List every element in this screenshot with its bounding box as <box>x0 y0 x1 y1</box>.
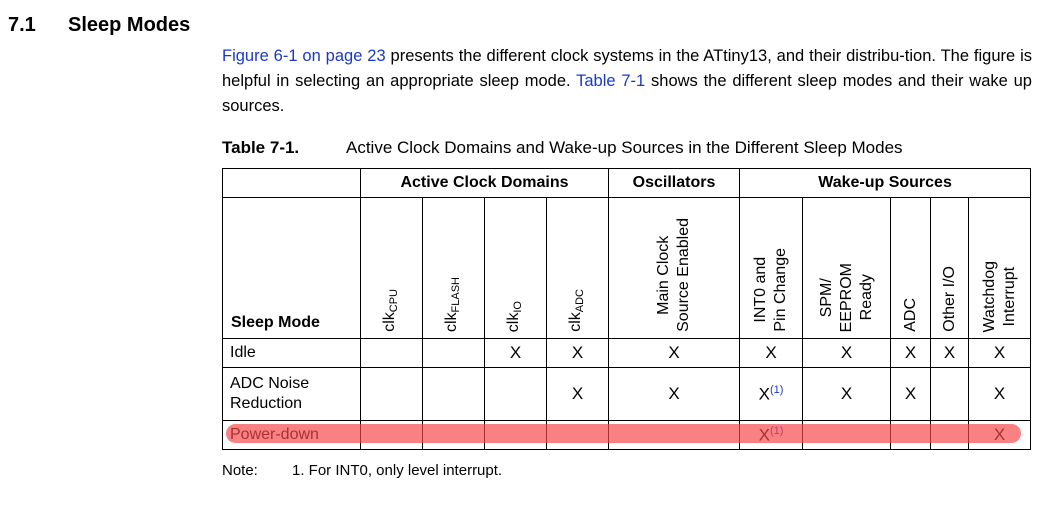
cell-empty <box>802 420 891 450</box>
cell-empty <box>422 338 485 368</box>
sleep-modes-table: Active Clock Domains Oscillators Wake-up… <box>222 168 1032 450</box>
table-caption: Table 7-1. Active Clock Domains and Wake-… <box>222 138 903 158</box>
spm-line-3: Ready <box>857 274 875 321</box>
cell-mark: X <box>802 367 891 421</box>
spm-line-2: EEPROM <box>837 262 855 332</box>
oscillators-header: Oscillators <box>608 168 740 198</box>
cell-empty <box>360 420 423 450</box>
note-text: 1. For INT0, only level interrupt. <box>292 462 503 479</box>
clk-adc-header: clkADC <box>546 197 609 339</box>
table-row-power-down: Power-down X(1) X <box>222 420 1032 450</box>
cell-mark: X <box>967 367 1032 421</box>
cell-empty <box>360 338 423 368</box>
cell-mark: X <box>890 367 931 421</box>
sleep-mode-header: Sleep Mode <box>222 197 361 339</box>
empty-corner-cell <box>222 168 361 198</box>
footnote-ref[interactable]: (1) <box>769 383 784 396</box>
section-title: Sleep Modes <box>68 14 191 36</box>
cell-mark: X <box>608 338 740 368</box>
io-subscript: IO <box>511 300 524 313</box>
paragraph-text-1: presents the different clock systems in … <box>222 47 1032 90</box>
group-header-row: Active Clock Domains Oscillators Wake-up… <box>222 168 1032 198</box>
figure-link[interactable]: Figure 6-1 on page 23 <box>222 47 386 65</box>
cell-mark: X <box>967 338 1032 368</box>
table-caption-text: Active Clock Domains and Wake-up Sources… <box>346 138 903 157</box>
cell-mark: X <box>484 338 547 368</box>
clk-text: clk <box>566 312 584 332</box>
clk-cpu-header: clkCPU <box>360 197 423 339</box>
flash-subscript: FLASH <box>449 276 462 313</box>
cell-empty <box>608 420 740 450</box>
cell-empty <box>930 367 969 421</box>
cell-empty <box>422 367 485 421</box>
row-label-line-1: ADC Noise <box>230 375 310 392</box>
cell-mark: X <box>890 338 931 368</box>
cell-empty <box>484 420 547 450</box>
clk-text: clk <box>380 312 398 332</box>
cell-mark: X <box>608 367 740 421</box>
cell-mark-footnote: X(1) <box>739 420 803 450</box>
intro-paragraph: Figure 6-1 on page 23 presents the diffe… <box>222 44 1032 119</box>
cell-empty <box>360 367 423 421</box>
cell-empty <box>930 420 969 450</box>
spm-line-1: SPM/ <box>817 277 835 317</box>
active-clock-domains-header: Active Clock Domains <box>360 168 609 198</box>
column-header-row: Sleep Mode clkCPU clkFLASH clkIO clkADC … <box>222 197 1032 339</box>
note-label: Note: <box>222 462 258 479</box>
main-clock-line-1: Main Clock <box>655 235 672 315</box>
clk-text: clk <box>442 312 460 332</box>
section-number: 7.1 <box>8 14 36 36</box>
int0-line-1: INT0 and <box>752 257 769 324</box>
int0-line-2: Pin Change <box>772 248 789 332</box>
cell-empty <box>890 420 931 450</box>
other-io-header: Other I/O <box>930 197 969 339</box>
cell-mark-footnote: X(1) <box>739 367 803 421</box>
cell-mark: X <box>967 420 1032 450</box>
cell-mark: X <box>930 338 969 368</box>
adc-line: ADC <box>901 298 919 332</box>
cell-empty <box>546 420 609 450</box>
table-row-idle: Idle X X X X X X X X <box>222 338 1032 368</box>
mark-text: X <box>758 384 770 404</box>
cpu-subscript: CPU <box>387 289 400 313</box>
table-link[interactable]: Table 7-1 <box>576 72 646 90</box>
cell-empty <box>422 420 485 450</box>
row-label-line-2: Reduction <box>230 395 303 412</box>
cell-mark: X <box>546 367 609 421</box>
wakeup-sources-header: Wake-up Sources <box>738 168 1032 198</box>
table-label: Table 7-1. <box>222 138 300 157</box>
clk-flash-header: clkFLASH <box>422 197 485 339</box>
other-io-line: Other I/O <box>940 266 958 332</box>
paragraph-text-2: shows the different sleep modes and thei… <box>222 72 1032 115</box>
mark-text: X <box>758 425 770 445</box>
cell-empty <box>484 367 547 421</box>
cell-mark: X <box>802 338 891 368</box>
watchdog-line-1: Watchdog <box>980 260 998 332</box>
row-label: Idle <box>222 338 361 368</box>
main-clock-line-2: Source Enabled <box>675 218 692 332</box>
footnote-ref[interactable]: (1) <box>769 424 784 437</box>
clk-text: clk <box>504 312 522 332</box>
cell-mark: X <box>739 338 803 368</box>
watchdog-line-2: Interrupt <box>1000 266 1018 327</box>
adc-subscript: ADC <box>573 289 586 313</box>
table-note: Note: 1. For INT0, only level interrupt. <box>222 462 502 479</box>
cell-mark: X <box>546 338 609 368</box>
row-label: Power-down <box>222 420 361 450</box>
clk-io-header: clkIO <box>484 197 547 339</box>
adc-header: ADC <box>890 197 931 339</box>
